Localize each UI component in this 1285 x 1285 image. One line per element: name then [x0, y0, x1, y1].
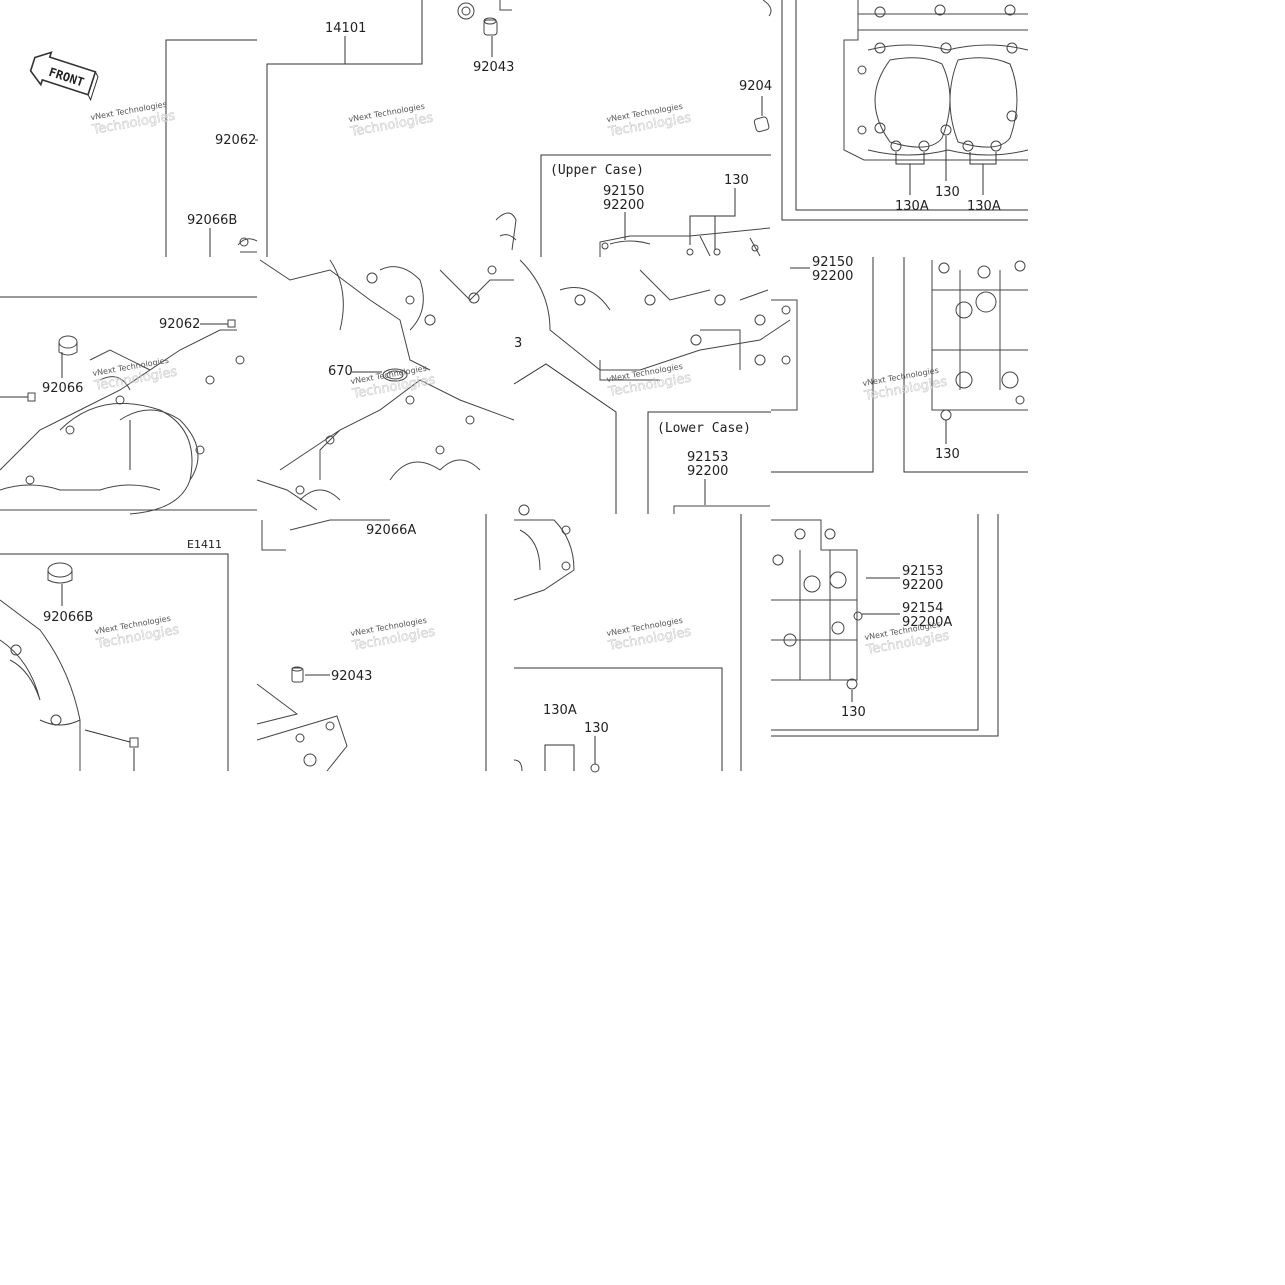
- tile-lower-case-view: 92153 92200 92154 92200A 130: [771, 514, 999, 737]
- section-lower-case: (Lower Case): [657, 421, 751, 436]
- tile-upper-case-view: 130A 130 130A: [781, 0, 1029, 221]
- label-92153-b: 92153: [902, 564, 943, 579]
- label-130A-left: 130A: [895, 199, 929, 214]
- label-670: 670: [328, 364, 353, 379]
- label-130-upper: 130: [724, 173, 749, 188]
- label-92066A: 92066A: [366, 523, 416, 538]
- watermark: Technologies vNext Technologies: [606, 102, 693, 141]
- tile-front-marker: FRONT 92062 92066B: [29, 39, 258, 257]
- tile-lower-case-center: 92066A 92043: [256, 514, 487, 772]
- front-label: FRONT: [47, 65, 86, 89]
- label-3-partial: 3: [514, 336, 522, 351]
- front-arrow-icon: FRONT: [29, 51, 99, 102]
- label-130A-right: 130A: [967, 199, 1001, 214]
- label-92200-c: 92200: [687, 464, 728, 479]
- watermark: Technologies vNext Technologies: [94, 614, 181, 653]
- label-92043-low: 92043: [331, 669, 372, 684]
- tile-crankcase-left: 92062 92066: [0, 296, 257, 515]
- label-92066-mid: 92066: [42, 381, 83, 396]
- watermark: Technologies vNext Technologies: [348, 102, 435, 141]
- tile-case-top-center: 14101 92043: [266, 0, 517, 257]
- watermark: Technologies vNext Technologies: [862, 366, 949, 405]
- label-130A-low: 130A: [543, 703, 577, 718]
- watermark: Technologies vNext Technologies: [350, 616, 437, 655]
- label-130-top-right: 130: [935, 185, 960, 200]
- diagram-code: E1411: [187, 538, 222, 551]
- label-92043-top: 92043: [473, 60, 514, 75]
- watermarks: Technologies vNext Technologies Technolo…: [90, 100, 951, 659]
- watermark: Technologies vNext Technologies: [606, 362, 693, 401]
- label-92200A: 92200A: [902, 615, 952, 630]
- label-92200-a: 92200: [603, 198, 644, 213]
- watermark: Technologies vNext Technologies: [92, 356, 179, 395]
- tile-upper-case-top: 9204 (Upper Case) 92150 92200 130: [540, 0, 772, 257]
- label-130-low: 130: [584, 721, 609, 736]
- label-130-bottom-right: 130: [841, 705, 866, 720]
- section-upper-case: (Upper Case): [550, 163, 644, 178]
- watermark: Technologies vNext Technologies: [606, 616, 693, 655]
- label-9204-partial: 9204: [739, 79, 772, 94]
- tile-lower-case-left: E1411 92066B: [0, 538, 229, 771]
- label-130-right-mid: 130: [935, 447, 960, 462]
- tile-lower-case-body: 130A 130: [513, 504, 742, 773]
- watermark: Technologies vNext Technologies: [90, 100, 177, 139]
- tile-crankcase-center: 670: [256, 259, 515, 511]
- tile-upper-case-body: 3 (Lower Case) 92153 92200: [513, 259, 791, 514]
- label-92150-a: 92150: [603, 184, 644, 199]
- label-92154: 92154: [902, 601, 943, 616]
- label-92150-b: 92150: [812, 255, 853, 270]
- watermark: Technologies vNext Technologies: [350, 364, 437, 403]
- label-14101: 14101: [325, 21, 366, 36]
- label-92200-b: 92200: [812, 269, 853, 284]
- label-92062-mid: 92062: [159, 317, 200, 332]
- label-92200-d: 92200: [902, 578, 943, 593]
- label-92066B-low: 92066B: [43, 610, 93, 625]
- label-92153-a: 92153: [687, 450, 728, 465]
- label-92066B-top: 92066B: [187, 213, 237, 228]
- label-92062-top: 92062: [215, 133, 256, 148]
- tile-upper-case-side: 92150 92200 130: [771, 255, 1028, 473]
